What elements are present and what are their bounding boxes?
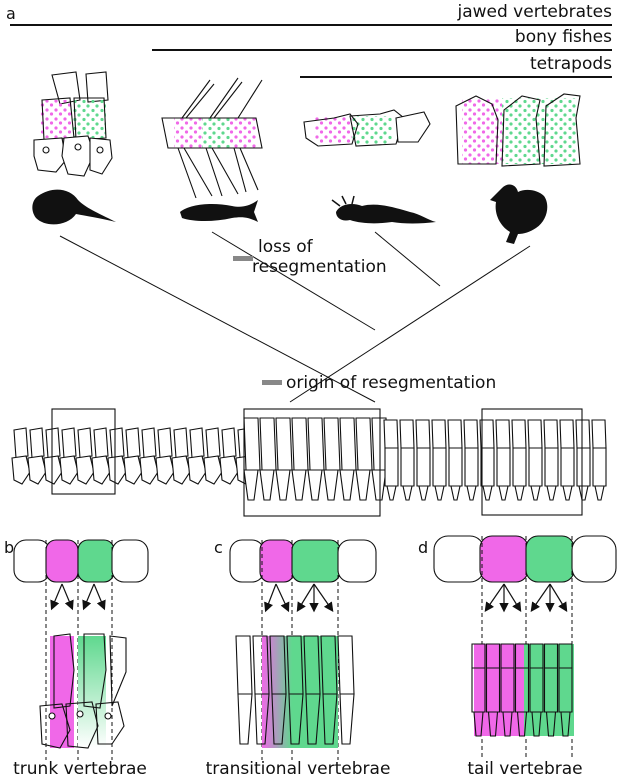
panel-label-c: c (214, 538, 223, 557)
ray-silhouette-icon (32, 189, 116, 225)
ray-vertebrae-drawing (33, 71, 113, 177)
panel-d-schematic (433, 535, 617, 760)
origin-label: origin of resegmentation (286, 373, 496, 393)
clade-bracket-tetrapods: tetrapods (300, 54, 612, 78)
clade-label-tetrapods: tetrapods (530, 54, 612, 74)
transitional-region-box (243, 408, 381, 517)
origin-event-bar (262, 380, 282, 385)
panel-b-schematic (13, 539, 149, 760)
panel-c-schematic (229, 539, 377, 760)
vertebral-column-strip (11, 417, 607, 501)
clade-bracket-jawed: jawed vertebrates (10, 2, 612, 26)
zebrafish-vertebrae-drawing (161, 77, 263, 199)
phylogeny-tree (59, 231, 531, 403)
clade-bracket-bony: bony fishes (152, 27, 612, 51)
trunk-region-box (51, 408, 116, 495)
axolotl-vertebrae-drawing (303, 109, 431, 147)
clade-label-jawed: jawed vertebrates (456, 2, 612, 22)
chicken-silhouette-icon (490, 184, 548, 244)
caption-tail: tail vertebrae (467, 759, 582, 778)
panel-label-d: d (418, 538, 428, 557)
axolotl-silhouette-icon (331, 195, 436, 224)
clade-label-bony: bony fishes (515, 27, 612, 47)
caption-trunk: trunk vertebrae (13, 759, 147, 778)
loss-label-line1: loss of (258, 237, 314, 257)
chicken-vertebrae-drawing (455, 93, 581, 167)
caption-transitional: transitional vertebrae (206, 759, 391, 778)
zebrafish-silhouette-icon (180, 200, 258, 222)
loss-label-line2: resegmentation (252, 257, 387, 277)
panel-label-a: a (6, 4, 16, 23)
origin-event: origin of resegmentation (262, 373, 496, 393)
loss-event: loss of resegmentation (233, 237, 387, 277)
tail-region-box (481, 408, 583, 516)
loss-event-bar (233, 256, 253, 261)
panel-label-b: b (4, 538, 14, 557)
